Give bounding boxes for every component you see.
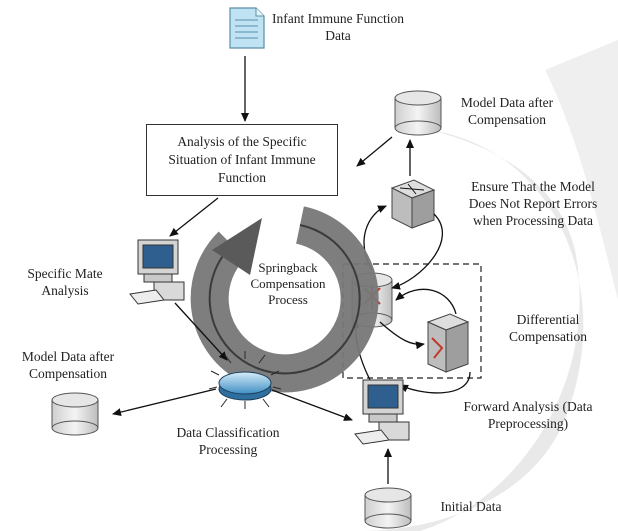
database-icon	[394, 90, 442, 136]
label-specific-mate: Specific Mate Analysis	[27, 266, 103, 298]
document-icon	[229, 7, 265, 49]
database-icon-left	[51, 392, 99, 436]
computer-icon-2	[354, 379, 410, 445]
arrow-hub-to-forward	[271, 389, 353, 421]
analysis-box: Analysis of the Specific Situation of In…	[146, 124, 338, 196]
differential-group-box	[342, 263, 482, 379]
arrow-switch-to-router	[391, 213, 443, 290]
label-infant-data: Infant Immune Function Data	[272, 11, 404, 43]
label-initial-data: Initial Data	[440, 499, 502, 514]
switch-icon	[390, 179, 436, 229]
background-swoosh-2	[545, 40, 618, 300]
arrow-switch2-to-router	[395, 288, 457, 315]
label-springback: Springback Compensation Process	[250, 260, 326, 307]
label-data-classification: Data Classification Processing	[176, 425, 280, 457]
hub-icon	[208, 351, 282, 409]
switch-icon-2	[426, 313, 470, 373]
computer-icon	[129, 239, 185, 305]
arrow-model-to-analysis	[356, 136, 393, 167]
label-model-data-left: Model Data after Compensation	[21, 349, 115, 381]
label-differential: Differential Compensation	[509, 312, 587, 344]
arrow-to-forward	[399, 371, 471, 394]
arrow-hub-to-model-left	[112, 388, 217, 417]
analysis-box-label: Analysis of the Specific Situation of In…	[168, 134, 316, 185]
arrow-computer-to-hub	[174, 302, 228, 361]
label-forward-analysis: Forward Analysis (Data Preprocessing)	[463, 399, 593, 431]
arrow-analysis-to-computer	[169, 197, 219, 237]
label-ensure-model: Ensure That the Model Does Not Report Er…	[468, 179, 598, 228]
springback-cycle-arrow	[190, 206, 379, 393]
arrow-router-to-switch2	[379, 321, 425, 350]
database-icon-bottom	[364, 487, 412, 529]
label-model-data-top: Model Data after Compensation	[460, 95, 554, 127]
